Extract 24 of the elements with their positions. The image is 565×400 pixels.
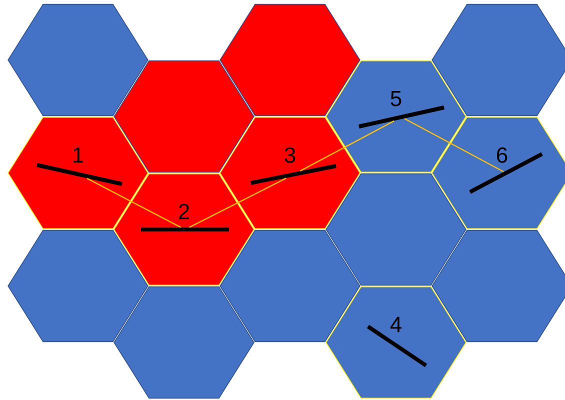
- hexagon: [114, 286, 254, 399]
- hexagon: 3: [220, 116, 360, 230]
- hexagon: [8, 230, 148, 342]
- hexagon: 4: [326, 286, 466, 399]
- hexagon: [114, 60, 254, 173]
- connector-line: [86, 178, 182, 228]
- node-label: 6: [496, 147, 508, 163]
- hexagon: [432, 4, 565, 116]
- bar: [358, 106, 444, 128]
- hexagon: 6: [432, 116, 565, 230]
- hexagon: [432, 230, 565, 342]
- hexagon: [326, 173, 466, 286]
- hexagon: 1: [8, 116, 148, 230]
- bar: [141, 228, 229, 232]
- connector-line: [404, 118, 504, 172]
- connector-line: [300, 120, 394, 172]
- bar: [36, 163, 122, 186]
- connector-line: [189, 178, 286, 228]
- hexagon: [220, 4, 360, 116]
- hexagon: [8, 4, 148, 116]
- hexagon: [220, 230, 360, 342]
- hexagon: 2: [114, 173, 254, 286]
- bar: [250, 164, 336, 185]
- hexagon: 5: [326, 60, 466, 173]
